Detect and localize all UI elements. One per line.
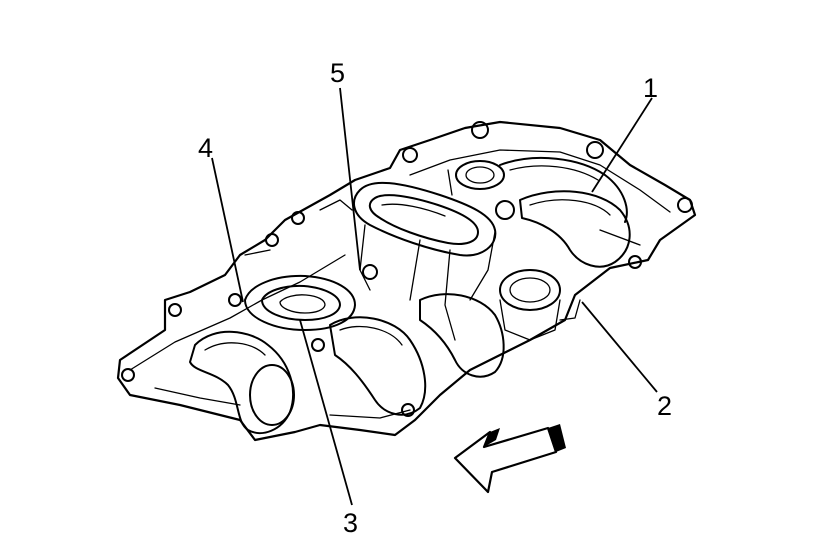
- leader-2: [581, 301, 658, 393]
- bolt-boss: [291, 211, 305, 225]
- bolt-boss: [362, 264, 378, 280]
- bolt-boss: [586, 141, 604, 159]
- bolt-boss: [471, 121, 489, 139]
- bolt-boss: [168, 303, 182, 317]
- throttle-body-opening: [353, 181, 497, 257]
- leader-4: [211, 157, 244, 303]
- right-front-port: [499, 269, 561, 311]
- callout-2: 2: [657, 391, 672, 421]
- front-direction-arrow-icon: [453, 424, 566, 494]
- bolt-boss: [265, 233, 279, 247]
- callout-3: 3: [343, 508, 358, 538]
- callout-1: 1: [643, 73, 658, 103]
- runner-mid-front: [329, 316, 427, 416]
- bolt-boss: [628, 255, 642, 269]
- callout-5: 5: [330, 58, 345, 88]
- bolt-boss: [401, 403, 415, 417]
- callout-4: 4: [198, 133, 213, 163]
- runner-port-left: [249, 364, 295, 426]
- bolt-boss: [495, 200, 515, 220]
- egr-port-gasket: [244, 274, 356, 331]
- runner-back-1: [519, 190, 631, 268]
- runner-right-front: [419, 293, 505, 378]
- bolt-boss: [228, 293, 242, 307]
- bolt-boss: [402, 147, 418, 163]
- runner-back-2: [499, 156, 628, 223]
- bolt-boss: [677, 197, 693, 213]
- leader-1: [591, 97, 653, 193]
- runner-left-front: [189, 330, 294, 435]
- leader-lines: [211, 87, 658, 506]
- rear-port: [455, 160, 505, 190]
- leader-3: [299, 319, 353, 506]
- callout-labels: 1 2 3 4 5: [198, 58, 672, 538]
- leader-5: [339, 87, 361, 271]
- intake-manifold: [116, 120, 697, 442]
- bolt-boss: [311, 338, 325, 352]
- bolt-boss: [121, 368, 135, 382]
